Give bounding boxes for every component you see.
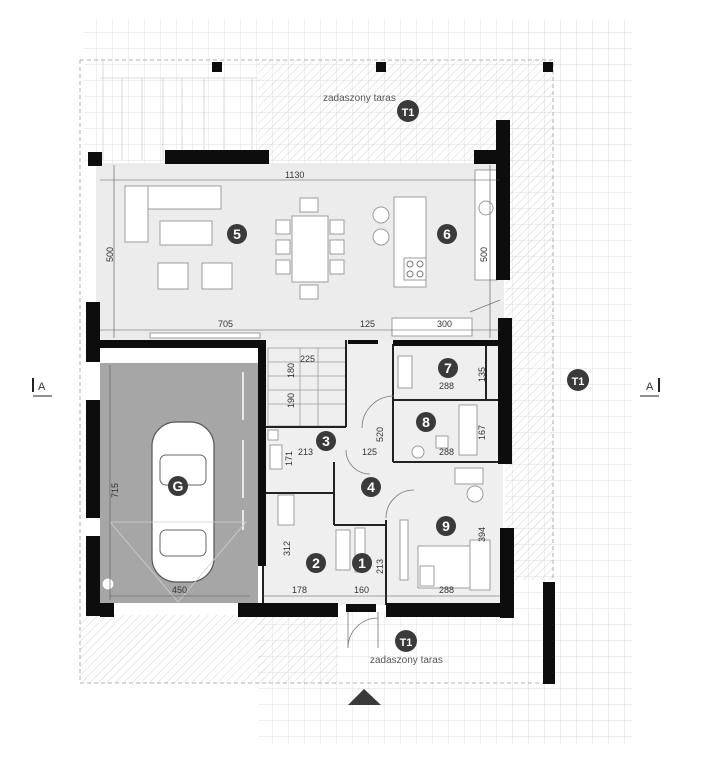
room-badge-circle xyxy=(567,369,589,391)
dim-room3-height: 171 xyxy=(284,451,294,466)
room-badge-room-8: 8 xyxy=(416,412,436,432)
room-number: G xyxy=(173,478,184,494)
dim-stairs-180: 180 xyxy=(286,363,296,378)
room-badge-circle xyxy=(227,224,247,244)
dim-room9-width: 288 xyxy=(439,585,454,595)
room-number: 5 xyxy=(233,226,241,242)
room-badge-room-3: 3 xyxy=(316,431,336,451)
room-badge-circle xyxy=(361,477,381,497)
dim-kitchen-lower: 300 xyxy=(437,319,452,329)
room-number: 7 xyxy=(444,360,452,376)
dim-stairs-225: 225 xyxy=(300,354,315,364)
room-number: 1 xyxy=(358,555,366,571)
room-badge-room-5: 5 xyxy=(227,224,247,244)
dim-room3-width: 213 xyxy=(298,447,313,457)
dim-stairs-190: 190 xyxy=(286,393,296,408)
room-badge-circle xyxy=(395,630,417,652)
garage-door-swing xyxy=(109,521,247,603)
dim-room2-height: 312 xyxy=(282,541,292,556)
dim-hall-top: 125 xyxy=(360,319,375,329)
room-badge-terrace-top: T1 xyxy=(397,100,419,122)
room-number: T1 xyxy=(572,376,585,388)
room-number: 3 xyxy=(322,433,330,449)
room-badge-terrace-right: T1 xyxy=(567,369,589,391)
room-badge-room-1: 1 xyxy=(352,553,372,573)
room-badge-room-g: G xyxy=(168,476,188,496)
terrace-label-bottom: zadaszony taras xyxy=(370,655,443,666)
room-badge-circle xyxy=(397,100,419,122)
room-number: 6 xyxy=(443,226,451,242)
room-badge-room-4: 4 xyxy=(361,477,381,497)
dim-living-lower-left: 705 xyxy=(218,319,233,329)
room-number: T1 xyxy=(402,107,415,119)
dim-living-width: 1130 xyxy=(285,170,304,180)
pergola-lines xyxy=(100,60,258,160)
room-badge-circle xyxy=(352,553,372,573)
room-badge-room-9: 9 xyxy=(436,516,456,536)
room-badge-circle xyxy=(436,516,456,536)
room-number: T1 xyxy=(400,637,413,649)
section-label-left: A xyxy=(38,381,46,393)
room-badge-circle xyxy=(306,553,326,573)
dim-room1-width: 160 xyxy=(354,585,369,595)
room-number: 4 xyxy=(367,479,375,495)
dimension-lines xyxy=(100,165,500,600)
exterior-walls xyxy=(86,62,555,684)
living-furniture xyxy=(124,169,498,339)
entrance-arrow-icon xyxy=(348,689,381,705)
fixtures xyxy=(101,355,491,591)
dim-living-height-left: 500 xyxy=(105,247,115,262)
room-badge-terrace-bottom: T1 xyxy=(395,630,417,652)
dim-room8-width: 288 xyxy=(439,447,454,457)
room-badge-room-7: 7 xyxy=(438,358,458,378)
dim-room1-height: 213 xyxy=(375,559,385,574)
room-number: 8 xyxy=(422,414,430,430)
dim-room8-height: 167 xyxy=(477,425,487,440)
roof-outline xyxy=(79,59,554,684)
dim-room7-width: 288 xyxy=(439,381,454,391)
dim-room9-height: 394 xyxy=(477,527,487,542)
room-number: 9 xyxy=(442,518,450,534)
room-badge-circle xyxy=(416,412,436,432)
covered-zones xyxy=(80,60,553,684)
room-badge-room-6: 6 xyxy=(437,224,457,244)
room-badge-circle xyxy=(168,476,188,496)
dim-room7-height: 135 xyxy=(477,367,487,382)
room-badge-circle xyxy=(437,224,457,244)
dim-garage-height: 715 xyxy=(110,483,120,498)
room-number: 2 xyxy=(312,555,320,571)
section-label-right: A xyxy=(646,381,654,393)
dim-hall-mid: 125 xyxy=(362,447,377,457)
section-marker-left: A xyxy=(32,378,52,397)
door-swings xyxy=(345,299,501,649)
room-badge-circle xyxy=(438,358,458,378)
room-badge-circle xyxy=(316,431,336,451)
dim-living-height-right: 500 xyxy=(479,247,489,262)
section-marker-right: A xyxy=(640,378,660,397)
car-icon xyxy=(151,421,215,583)
cooktop xyxy=(406,260,424,278)
room-badge-room-2: 2 xyxy=(306,553,326,573)
dim-corridor-520: 520 xyxy=(375,427,385,442)
dim-garage-width: 450 xyxy=(172,585,187,595)
terrace-label-top: zadaszony taras xyxy=(323,93,396,104)
dim-room2-width: 178 xyxy=(292,585,307,595)
